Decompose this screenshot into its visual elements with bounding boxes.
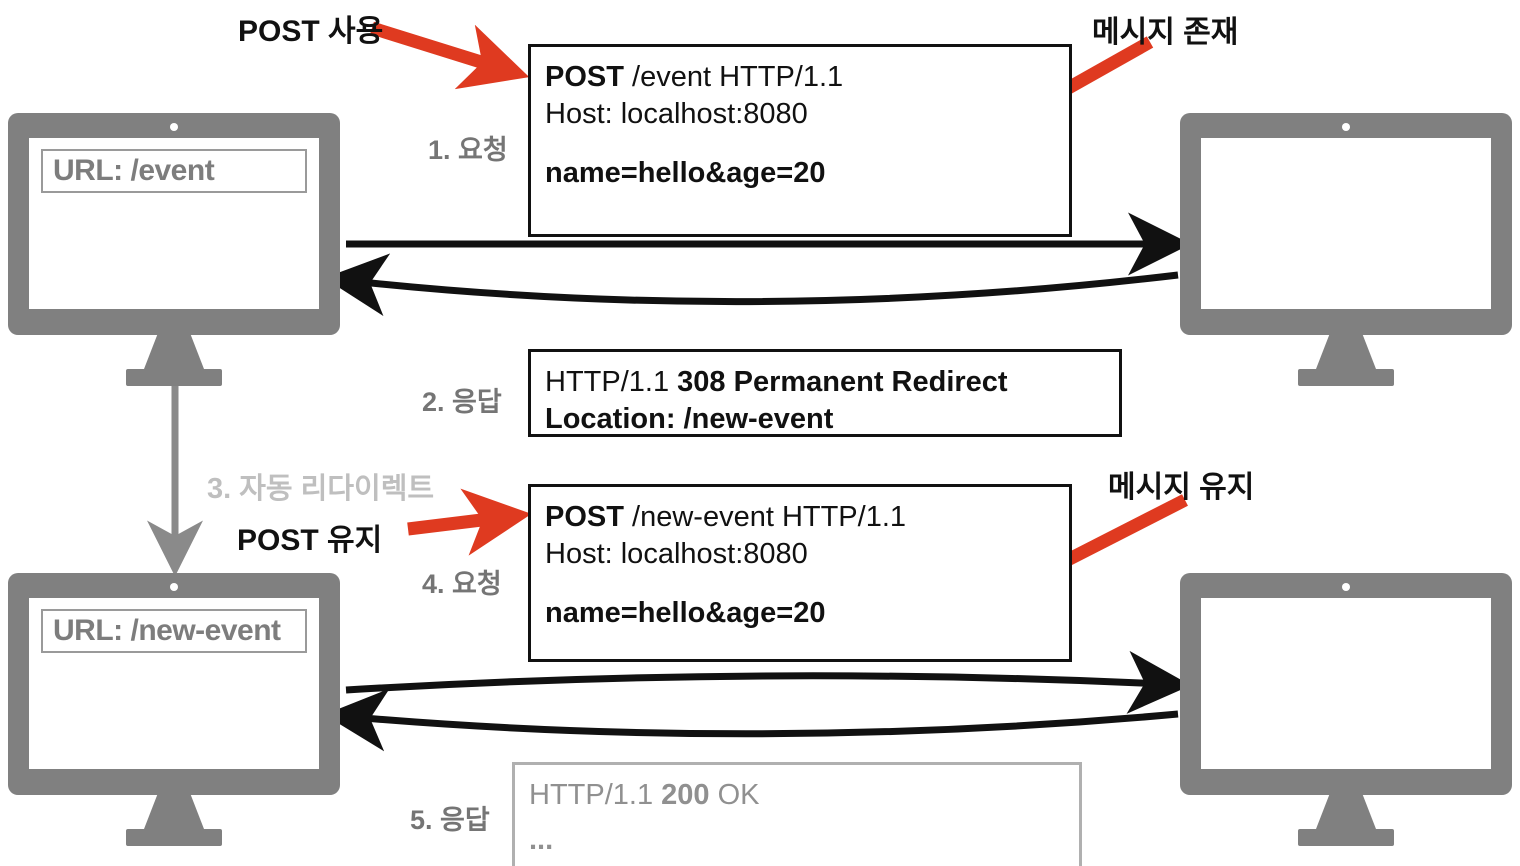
response-2-status: 200 <box>661 779 710 811</box>
monitor-base <box>126 829 222 846</box>
request-1-host: Host: localhost:8080 <box>545 98 808 131</box>
request-1-target: /event HTTP/1.1 <box>623 61 844 93</box>
request-2-body: name=hello&age=20 <box>545 597 826 630</box>
server-monitor-2 <box>1180 573 1512 848</box>
monitor-base <box>126 369 222 386</box>
step-label-4: 4. 요청 <box>422 569 502 599</box>
step-label-5: 5. 응답 <box>410 805 490 835</box>
arrow-callout-post-use <box>370 21 530 90</box>
step-label-2: 2. 응답 <box>422 387 502 417</box>
spacer <box>545 573 1055 595</box>
arrow-callout-post-kept <box>407 488 532 556</box>
spacer <box>529 814 1065 822</box>
response-2-status-text: OK <box>709 779 760 811</box>
request-1-method: POST <box>545 61 624 93</box>
monitor-neck <box>144 795 204 829</box>
url-bar-2-text: URL: /new-event <box>53 614 281 647</box>
callout-post-use-label: POST 사용 <box>238 15 384 48</box>
arrow-response-2 <box>324 688 1179 752</box>
url-bar-1-text: URL: /event <box>53 154 215 187</box>
response-box-1: HTTP/1.1 308 Permanent Redirect Location… <box>528 349 1122 437</box>
monitor-neck <box>1316 795 1376 829</box>
step-label-1: 1. 요청 <box>428 135 508 165</box>
step-label-3: 3. 자동 리다이렉트 <box>207 473 435 505</box>
monitor-neck <box>144 335 204 369</box>
monitor-screen <box>1201 138 1491 309</box>
request-1-body: name=hello&age=20 <box>545 157 826 190</box>
webcam-dot-icon <box>170 123 178 131</box>
server-monitor-1 <box>1180 113 1512 388</box>
callout-message-exists-label: 메시지 존재 <box>1092 16 1239 49</box>
request-box-2: POST /new-event HTTP/1.1 Host: localhost… <box>528 484 1072 662</box>
request-box-1: POST /event HTTP/1.1 Host: localhost:808… <box>528 44 1072 237</box>
url-bar-2[interactable]: URL: /new-event <box>41 609 307 653</box>
webcam-dot-icon <box>170 583 178 591</box>
response-2-version: HTTP/1.1 <box>529 779 662 811</box>
response-2-body: ... <box>529 824 554 857</box>
client-monitor-2: URL: /new-event <box>8 573 340 848</box>
request-2-start-line: POST /new-event HTTP/1.1 <box>545 499 1055 536</box>
arrow-response-1 <box>324 253 1179 317</box>
client-monitor-1: URL: /event <box>8 113 340 388</box>
monitor-base <box>1298 829 1394 846</box>
request-2-host: Host: localhost:8080 <box>545 538 808 571</box>
webcam-dot-icon <box>1342 583 1350 591</box>
monitor-neck <box>1316 335 1376 369</box>
response-1-status-line: HTTP/1.1 308 Permanent Redirect <box>545 364 1105 401</box>
arrow-request-2 <box>345 650 1191 714</box>
response-2-status-line: HTTP/1.1 200 OK <box>529 777 1065 814</box>
request-1-start-line: POST /event HTTP/1.1 <box>545 59 1055 96</box>
callout-message-kept-label: 메시지 유지 <box>1108 471 1255 504</box>
response-1-version: HTTP/1.1 <box>545 366 678 398</box>
callout-post-kept-label: POST 유지 <box>237 524 383 557</box>
request-2-method: POST <box>545 501 624 533</box>
response-box-2: HTTP/1.1 200 OK ... <box>512 762 1082 866</box>
spacer <box>545 133 1055 155</box>
monitor-screen: URL: /new-event <box>29 598 319 769</box>
url-bar-1[interactable]: URL: /event <box>41 149 307 193</box>
monitor-screen: URL: /event <box>29 138 319 309</box>
response-1-status: 308 Permanent Redirect <box>677 366 1008 398</box>
monitor-screen <box>1201 598 1491 769</box>
request-2-target: /new-event HTTP/1.1 <box>623 501 907 533</box>
webcam-dot-icon <box>1342 123 1350 131</box>
monitor-base <box>1298 369 1394 386</box>
response-1-location: Location: /new-event <box>545 403 834 436</box>
